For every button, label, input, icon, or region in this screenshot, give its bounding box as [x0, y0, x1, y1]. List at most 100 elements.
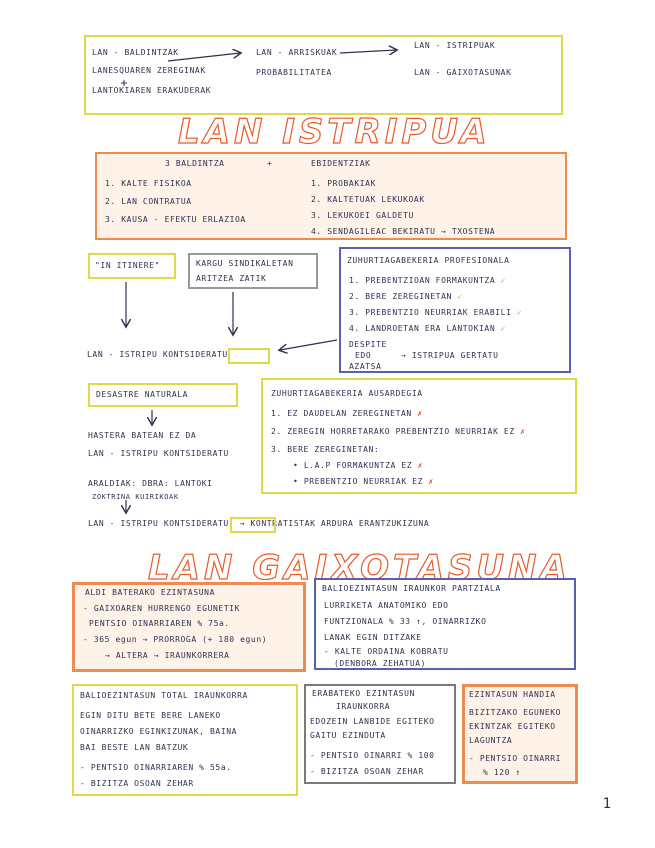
zuh2-item-3: 3. BERE ZEREGINETAN: — [271, 445, 380, 454]
b4-line2: EDOZEIN LANBIDE EGITEKO — [310, 717, 435, 726]
zuh2-sub-1: • L.A.P FORMAKUNTZA EZ — [293, 461, 413, 470]
partziala-box: BALIOEZINTASUN IRAUNKOR PARTZIALA LURRIK… — [314, 578, 576, 670]
b3-line2: OINARRIZKO EGINKIZUNAK, BAINA — [80, 727, 238, 736]
lan-istripua-title: LAN ISTRIPUA — [168, 111, 501, 153]
b1-title: ALDI BATERAKO EZINTASUNA — [85, 588, 215, 597]
b4-line4: - PENTSIO OINARRI % 100 — [310, 751, 435, 760]
despite-result: → ISTRIPUA GERTATU — [401, 351, 499, 360]
zuhurtiagabekeria-profesionala-box: ZUHURTIAGABEKERIA PROFESIONALA 1. PREBEN… — [339, 247, 571, 373]
desastre-text: DESASTRE NATURALA — [96, 390, 189, 399]
zuh-item-4: 4. LANDROETAN ERA LANTOKIAN — [349, 324, 496, 333]
b3-line5: - BIZITZA OSOAN ZEHAR — [80, 779, 194, 788]
hastera-line2: LAN - ISTRIPU KONTSIDERATU — [88, 449, 229, 458]
b1-line1: - GAIXOAREN HURRENGO EGUNETIK — [83, 604, 241, 613]
zuh2-item-2: 2. ZEREGIN HORRETARAKO PREBENTZIO NEURRI… — [271, 427, 515, 436]
title2-text: LAN GAIXOTASUNA — [147, 547, 571, 588]
b2-line2: FUNTZIONALA % 33 ↑, OINARRIZKO — [324, 617, 487, 626]
lan-istripu-highlight — [228, 348, 270, 364]
total-iraunkorra-box: BALIOEZINTASUN TOTAL IRAUNKORRA EGIN DIT… — [72, 684, 298, 796]
b1-line3: - 365 egun → PRORROGA (+ 180 egun) — [83, 635, 268, 644]
cross-icon: ✗ — [417, 461, 424, 470]
check-icon: ✓ — [457, 292, 463, 301]
karguak-line2: ARITZEA ZATIK — [196, 274, 267, 283]
araldiak-line2: ZOKTRINA KUIRIKOAK — [92, 493, 179, 501]
b1-line4: → ALTERA → IRAUNKORRERA — [105, 651, 230, 660]
despite-line1: DESPITE — [349, 340, 387, 349]
zuh2-sub-2-row: • PREBENTZIO NEURRIAK EZ ✗ — [293, 476, 434, 488]
despite-line2: EDO — [355, 351, 372, 360]
cond-left-1: 1. KALTE FISIKOA — [105, 179, 192, 188]
zuh-item-3-row: 3. PREBENTZIO NEURRIAK ERABILI ✓ — [349, 307, 522, 319]
lan-baldintzak-text: LAN - BALDINTZAK — [92, 48, 179, 57]
desastre-naturala-box: DESASTRE NATURALA — [88, 383, 238, 407]
arrow-zuh-to-istripu — [280, 339, 338, 350]
b4-line3: GAITU EZINDUTA — [310, 731, 386, 740]
zuh-item-3: 3. PREBENTZIO NEURRIAK ERABILI — [349, 308, 512, 317]
erabateko-box: ERABATEKO EZINTASUN IRAUNKORRA EDOZEIN L… — [304, 684, 456, 784]
cond-right-1: 1. PROBAKIAK — [311, 179, 376, 188]
check-icon: ✓ — [500, 276, 507, 285]
cross-icon: ✗ — [417, 409, 423, 418]
b5-line2: EKINTZAK EGITEKO — [469, 722, 556, 731]
b2-line3: LANAK EGIN DITZAKE — [324, 633, 422, 642]
b4-line5: - BIZITZA OSOAN ZEHAR — [310, 767, 424, 776]
check-icon: ✓ — [500, 324, 507, 333]
erakuderak-text: LANTOKIAREN ERAKUDERAK — [92, 86, 212, 95]
lan-gaixotasuna-title: LAN GAIXOTASUNA — [138, 547, 581, 589]
zuh2-item-1-row: 1. EZ DAUDELAN ZEREGINETAN ✗ — [271, 408, 423, 420]
zuh-item-1-row: 1. PREBENTZIOAN FORMAKUNTZA ✓ — [349, 275, 506, 287]
b1-line2: PENTSIO OINARRIAREN % 75a. — [89, 619, 230, 628]
bottom-highlight — [230, 517, 276, 533]
zuh-title: ZUHURTIAGABEKERIA PROFESIONALA — [347, 256, 510, 265]
zuh2-item-2-row: 2. ZEREGIN HORRETARAKO PREBENTZIO NEURRI… — [271, 426, 526, 438]
check-icon: ✓ — [516, 308, 523, 317]
arrow-baldintzak-arriskuak — [167, 53, 240, 62]
lan-istripu-kontsideratu-box: LAN - ISTRIPU KONTSIDERATU — [87, 346, 271, 366]
zereginak-text: LANESQUAREN ZEREGINAK — [92, 66, 206, 75]
cond-left-2: 2. LAN CONTRATUA — [105, 197, 192, 206]
ebidentziak-header: EBIDENTZIAK — [311, 159, 371, 168]
hastera-line1: HASTERA BATEAN EZ DA — [88, 431, 197, 440]
b5-line1: BIZITZAKO EGUNEKO — [469, 708, 562, 717]
b2-title: BALIOEZINTASUN IRAUNKOR PARTZIALA — [322, 584, 501, 593]
zuh-item-4-row: 4. LANDROETAN ERA LANTOKIAN ✓ — [349, 323, 506, 335]
ezintasun-handia-box: EZINTASUN HANDIA BIZITZAKO EGUNEKO EKINT… — [462, 684, 578, 784]
conditions-box: 3 BALDINTZA + EBIDENTZIAK 1. KALTE FISIK… — [95, 152, 567, 240]
kontratistak-line: LAN - ISTRIPU KONTSIDERATU! → KONTRATIST… — [88, 519, 430, 528]
arrow-arriskuak-istripuak — [339, 50, 396, 53]
in-itinere-text: "IN ITINERE" — [95, 261, 160, 270]
b3-line3: BAI BESTE LAN BATZUK — [80, 743, 189, 752]
zuh-item-2-row: 2. BERE ZEREGINETAN ✓ — [349, 291, 463, 303]
top-summary-box: LAN - BALDINTZAK LANESQUAREN ZEREGINAK L… — [84, 35, 563, 115]
b5-title: EZINTASUN HANDIA — [469, 690, 556, 699]
b5-line4: - PENTSIO OINARRI — [469, 754, 562, 763]
cond-right-2: 2. KALTETUAK LEKUKOAK — [311, 195, 425, 204]
lan-gaixotasunak-text: LAN - GAIXOTASUNAK — [414, 68, 512, 77]
karguak-box: KARGU SINDIKALETAN ARITZEA ZATIK — [188, 253, 318, 289]
lan-istripuak-text: LAN - ISTRIPUAK — [414, 41, 496, 50]
zuh2-title: ZUHURTIAGABEKERIA AUSARDEGIA — [271, 389, 423, 398]
b4-line1: IRAUNKORRA — [336, 702, 391, 711]
b2-line4: - KALTE ORDAINA KOBRATU — [324, 647, 449, 656]
in-itinere-box: "IN ITINERE" — [88, 253, 176, 279]
b3-line1: EGIN DITU BETE BERE LANEKO — [80, 711, 221, 720]
despite-line3: AZATSA — [349, 362, 382, 371]
b4-title: ERABATEKO EZINTASUN — [312, 689, 415, 698]
araldiak-line1: ARALDIAK: DBRA: LANTOKI — [88, 479, 213, 488]
zuh2-sub-1-row: • L.A.P FORMAKUNTZA EZ ✗ — [293, 460, 423, 472]
lan-istripu-mid-text: LAN - ISTRIPU KONTSIDERATU — [87, 350, 228, 359]
b3-title: BALIOEZINTASUN TOTAL IRAUNKORRA — [80, 691, 248, 700]
cond-right-4: 4. SENDAGILEAC BEKIRATU → TXOSTENA — [311, 227, 496, 236]
page-number: 1 — [602, 796, 611, 812]
title1-text: LAN ISTRIPUA — [177, 111, 491, 152]
b2-line5: (DENBORA ZEHATUA) — [334, 659, 427, 668]
cond-left-3: 3. KAUSA - EFEKTU ERLAZIOA — [105, 215, 246, 224]
karguak-line1: KARGU SINDIKALETAN — [196, 259, 294, 268]
zuh-item-2: 2. BERE ZEREGINETAN — [349, 292, 452, 301]
lan-arriskuak-text: LAN - ARRISKUAK — [256, 48, 338, 57]
cross-icon: ✗ — [428, 477, 434, 486]
baldintza-header: 3 BALDINTZA — [165, 159, 225, 168]
b5-line3: LAGUNTZA — [469, 736, 513, 745]
probabilitatea-text: PROBABILITATEA — [256, 68, 332, 77]
